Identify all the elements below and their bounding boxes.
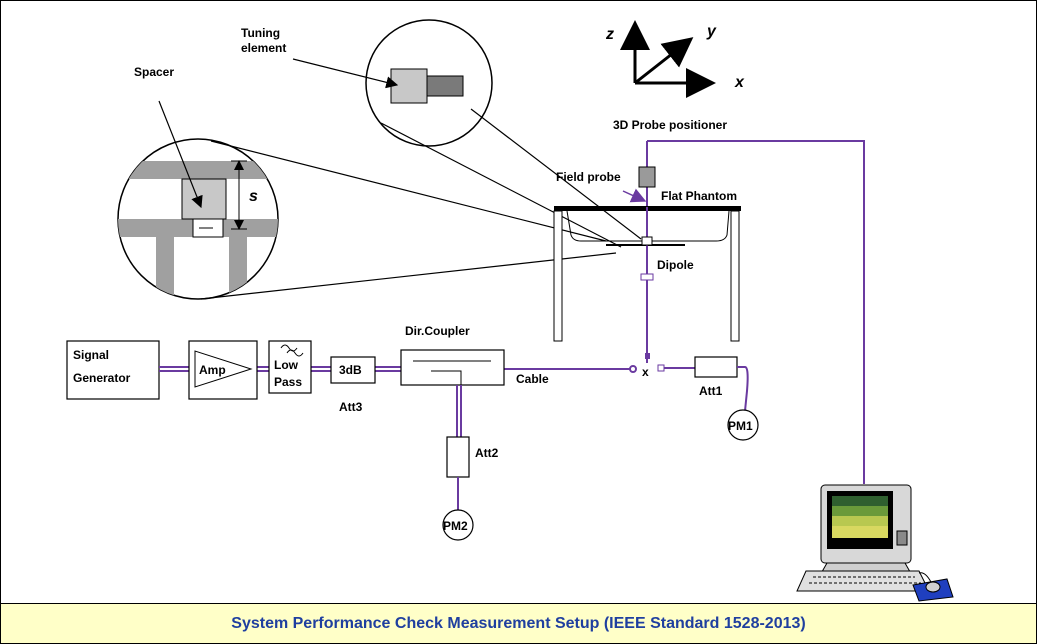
measurement-setup-diagram: Tuning element s Spacer xyxy=(66,19,954,602)
axis-x-label: x xyxy=(734,74,745,91)
att-3db-box xyxy=(330,356,376,384)
flat-phantom-label: Flat Phantom xyxy=(661,189,737,203)
low-pass-symbol xyxy=(280,344,298,352)
tuning-element-magnifier xyxy=(365,19,642,248)
field-probe xyxy=(638,166,656,188)
computer-icon xyxy=(796,484,954,602)
signal-generator-label-line2: Generator xyxy=(73,371,131,385)
signal-generator-label: Signal xyxy=(73,348,109,362)
tuning-element-label-line2: element xyxy=(241,41,286,55)
amp-label: Amp xyxy=(199,363,226,377)
dipole xyxy=(640,207,654,363)
amp-symbol xyxy=(194,350,253,388)
spacer-dim-label: s xyxy=(249,188,258,205)
att1-box xyxy=(694,356,738,378)
tuning-element-pointer xyxy=(292,58,399,89)
pm1-label: PM1 xyxy=(728,419,753,433)
figure-caption: System Performance Check Measurement Set… xyxy=(1,603,1036,643)
spacer-pointer xyxy=(158,100,203,209)
cable-label: Cable xyxy=(516,372,549,386)
att2-label: Att2 xyxy=(475,446,499,460)
probe-positioner-label: 3D Probe positioner xyxy=(613,118,727,132)
dir-coupler-box xyxy=(400,349,505,386)
dir-coupler-label: Dir.Coupler xyxy=(405,324,470,338)
att-3db-label: 3dB xyxy=(339,363,362,377)
junction-x-label: x xyxy=(642,365,649,379)
dipole-label: Dipole xyxy=(657,258,694,272)
pm2-circle xyxy=(442,509,474,541)
tuning-element-label: Tuning xyxy=(241,26,280,40)
axis-z-label: z xyxy=(605,26,614,43)
xyz-axes xyxy=(620,20,716,98)
att1-label: Att1 xyxy=(699,384,723,398)
low-pass-label-line2: Pass xyxy=(274,375,302,389)
low-pass-label: Low xyxy=(274,358,299,372)
pm2-label: PM2 xyxy=(443,519,468,533)
axis-y-label: y xyxy=(706,23,717,40)
spacer-label: Spacer xyxy=(134,65,174,79)
spacer-magnifier xyxy=(117,138,617,300)
field-probe-label: Field probe xyxy=(556,170,621,184)
att2-box xyxy=(446,436,470,478)
pm1-circle xyxy=(727,409,759,441)
field-probe-pointer xyxy=(622,188,647,203)
att3-label: Att3 xyxy=(339,400,363,414)
chain-links xyxy=(159,366,633,372)
